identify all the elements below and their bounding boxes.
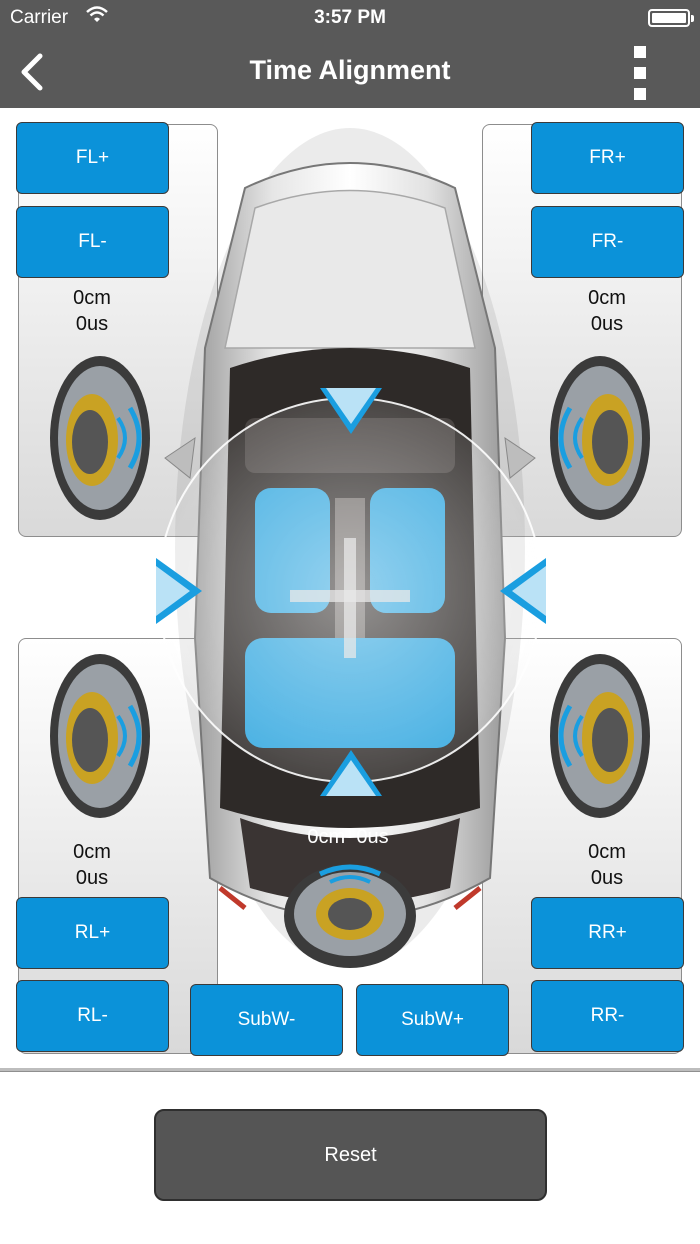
status-time: 3:57 PM: [314, 7, 386, 28]
rr-plus-button[interactable]: RR+: [531, 897, 684, 969]
move-left-arrow[interactable]: [156, 558, 204, 624]
more-vertical-icon: [634, 46, 646, 58]
rl-readout: 0cm 0us: [17, 839, 167, 891]
front-left-speaker-icon: [50, 356, 150, 520]
move-right-arrow[interactable]: [498, 558, 546, 624]
carrier-label: Carrier: [10, 7, 69, 28]
status-bar: Carrier 3:57 PM: [0, 0, 700, 36]
wifi-icon: [86, 6, 108, 30]
rr-readout: 0cm 0us: [532, 839, 682, 891]
page-title: Time Alignment: [249, 55, 451, 85]
subwoofer-speaker-icon: [284, 864, 416, 968]
rl-minus-button[interactable]: RL-: [16, 980, 169, 1052]
subw-plus-button[interactable]: SubW+: [356, 984, 509, 1056]
fr-readout: 0cm 0us: [532, 285, 682, 337]
car-illustration: [157, 128, 543, 968]
front-right-speaker-icon: [550, 356, 650, 520]
chevron-left-icon: [21, 53, 43, 91]
move-forward-arrow[interactable]: [320, 388, 382, 436]
fl-readout: 0cm 0us: [17, 285, 167, 337]
move-back-arrow[interactable]: [320, 748, 382, 796]
fl-distance: 0cm: [73, 287, 111, 309]
fl-delay: 0us: [75, 313, 109, 335]
subw-minus-button[interactable]: SubW-: [190, 984, 343, 1056]
top-bar: Carrier 3:57 PM Time Alignment: [0, 0, 700, 108]
sub-readout: 0cm 0us: [307, 826, 389, 848]
rear-right-speaker-icon: [550, 654, 650, 818]
rl-plus-button[interactable]: RL+: [16, 897, 169, 969]
fr-plus-button[interactable]: FR+: [531, 122, 684, 194]
fr-delay: 0us: [590, 313, 624, 335]
rr-minus-button[interactable]: RR-: [531, 980, 684, 1052]
back-button[interactable]: [16, 52, 52, 92]
more-menu-button[interactable]: [630, 44, 650, 102]
rl-distance: 0cm: [73, 841, 111, 863]
menu-dot: [634, 88, 646, 100]
section-divider: [0, 1068, 700, 1072]
rr-delay: 0us: [590, 867, 624, 889]
fl-plus-button[interactable]: FL+: [16, 122, 169, 194]
rr-distance: 0cm: [588, 841, 626, 863]
fr-minus-button[interactable]: FR-: [531, 206, 684, 278]
fr-distance: 0cm: [588, 287, 626, 309]
rear-left-speaker-icon: [50, 654, 150, 818]
fl-minus-button[interactable]: FL-: [16, 206, 169, 278]
reset-button[interactable]: Reset: [154, 1109, 547, 1201]
rl-delay: 0us: [75, 867, 109, 889]
battery-icon: [648, 9, 694, 27]
menu-dot: [634, 67, 646, 79]
